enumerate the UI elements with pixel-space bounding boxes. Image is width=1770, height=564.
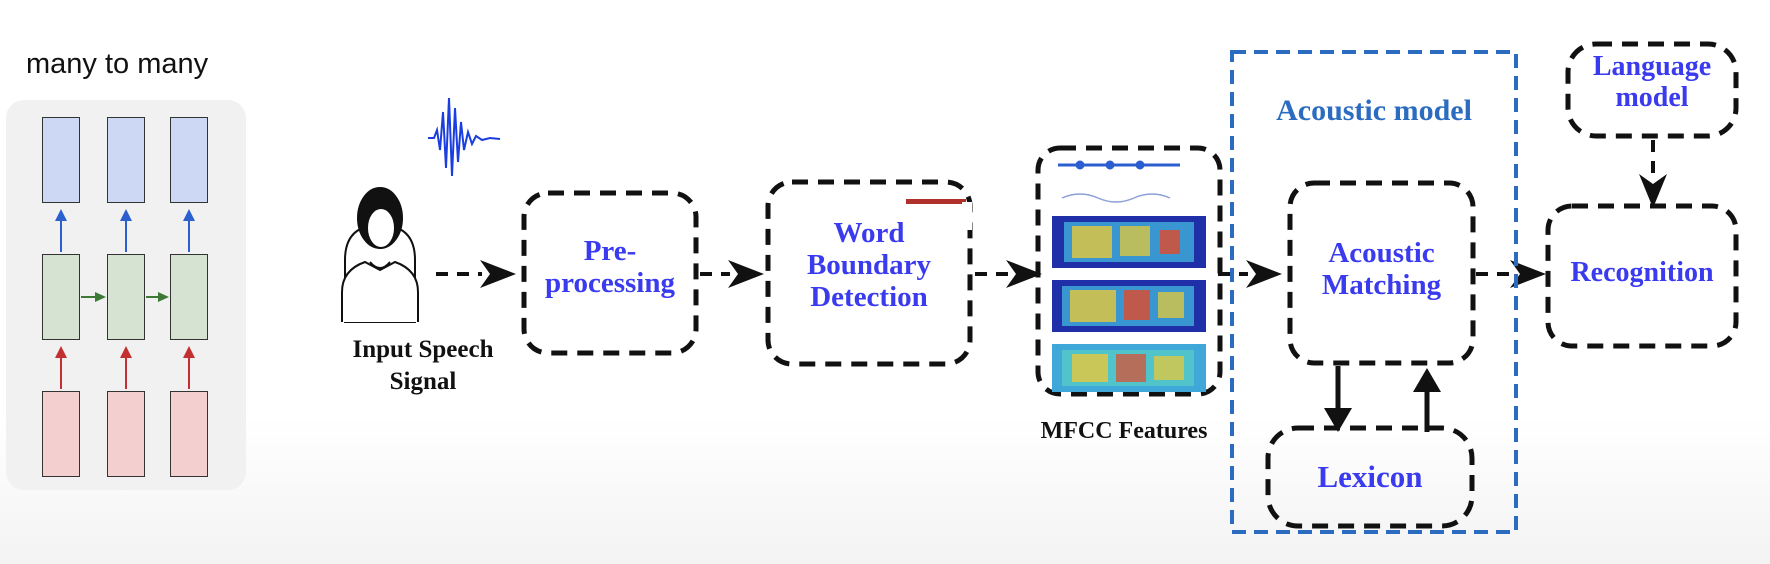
preprocessing-label: Pre- processing	[524, 235, 696, 300]
preprocessing-label-line2: processing	[545, 266, 675, 299]
rnn-recurrent-arrows	[81, 292, 169, 302]
acoustic-matching-label: Acoustic Matching	[1290, 237, 1473, 302]
mfcc-box	[1035, 145, 1223, 397]
word-boundary-label-line2: Boundary	[806, 248, 932, 281]
mfcc-panel-1	[1052, 216, 1206, 268]
rnn-hidden-cell-3	[170, 254, 208, 340]
lexicon-arrows	[1324, 366, 1441, 432]
flow-dashed-lines	[436, 140, 1655, 276]
recognition-label: Recognition	[1570, 257, 1714, 288]
mfcc-top-strip	[1058, 160, 1180, 203]
person-icon	[341, 187, 419, 323]
language-model-box	[1565, 41, 1739, 139]
acoustic-matching-label-line2: Matching	[1321, 268, 1442, 301]
rnn-input-cell-2	[107, 391, 145, 477]
word-boundary-label-line3: Detection	[810, 280, 928, 313]
mfcc-spectrogram	[1052, 160, 1206, 392]
flow-arrowheads	[480, 174, 1667, 288]
rnn-hidden-cell-2	[107, 254, 145, 340]
word-boundary-label-line1: Word	[833, 217, 905, 249]
rnn-output-cell-2	[107, 117, 145, 203]
input-speech-caption-line1: Input Speech	[352, 336, 494, 363]
language-model-label: Language model	[1568, 51, 1736, 114]
language-model-label-line1: Language	[1592, 51, 1712, 82]
preprocessing-label-line1: Pre-	[583, 235, 637, 267]
mfcc-caption: MFCC Features	[1040, 418, 1208, 444]
preprocessing-box	[521, 190, 699, 356]
rnn-output-cell-3	[170, 117, 208, 203]
input-speech-caption-line2: Signal	[389, 368, 457, 395]
input-speech-caption: Input Speech Signal	[338, 334, 508, 398]
rnn-input-cell-3	[170, 391, 208, 477]
acoustic-matching-box	[1287, 180, 1476, 366]
acoustic-matching-label-line1: Acoustic	[1328, 237, 1435, 269]
word-boundary-label: Word Boundary Detection	[768, 217, 970, 314]
acoustic-model-border	[1230, 50, 1518, 534]
lexicon-label: Lexicon	[1317, 459, 1423, 494]
rnn-input-cell-1	[42, 391, 80, 477]
rnn-output-arrows	[55, 209, 195, 252]
mfcc-panel-2	[1052, 280, 1206, 332]
red-accent-mark	[906, 199, 972, 230]
mfcc-panel-3	[1052, 344, 1206, 392]
language-model-label-line2: model	[1615, 81, 1689, 113]
rnn-input-arrows	[55, 346, 195, 389]
waveform-icon	[428, 97, 501, 177]
recognition-box	[1545, 203, 1739, 349]
rnn-title: many to many	[26, 48, 209, 80]
rnn-hidden-cell-1	[42, 254, 80, 340]
lexicon-box	[1265, 425, 1475, 529]
rnn-output-cell-1	[42, 117, 80, 203]
rnn-arrows	[55, 209, 195, 389]
dashed-boxes	[521, 41, 1739, 529]
acoustic-model-title: Acoustic model	[1276, 94, 1472, 127]
